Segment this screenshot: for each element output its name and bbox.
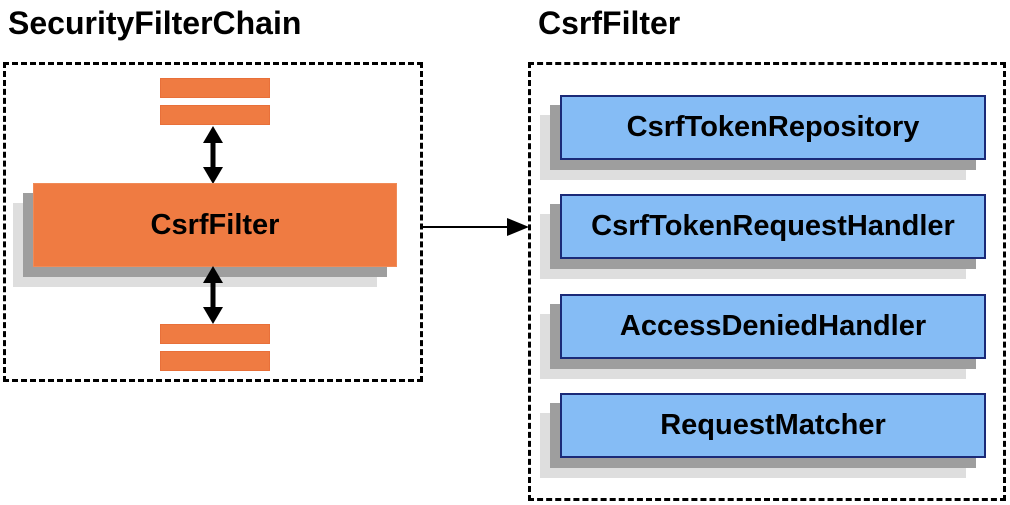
bidirectional-arrow-top-icon	[203, 126, 223, 184]
security-filter-chain-container	[3, 62, 423, 382]
csrf-filter-title: CsrfFilter	[538, 5, 681, 41]
csrf-filter-container	[528, 62, 1006, 501]
filter-bar-bottom-1	[160, 324, 270, 344]
component-box-csrf-token-repository: CsrfTokenRepository	[560, 95, 986, 160]
filter-bar-top-2	[160, 105, 270, 125]
security-filter-chain-title: SecurityFilterChain	[8, 5, 302, 41]
filter-bar-top-1	[160, 78, 270, 98]
component-box-access-denied-handler: AccessDeniedHandler	[560, 294, 986, 359]
component-box-request-matcher: RequestMatcher	[560, 393, 986, 458]
csrf-filter-node: CsrfFilter	[33, 183, 397, 267]
component-label: CsrfTokenRequestHandler	[591, 210, 955, 242]
component-label: CsrfTokenRepository	[626, 111, 920, 143]
flow-arrow-icon	[422, 218, 529, 236]
component-label: RequestMatcher	[660, 409, 886, 441]
csrf-filter-node-label: CsrfFilter	[150, 208, 280, 241]
component-label: AccessDeniedHandler	[619, 310, 927, 342]
filter-bar-bottom-2	[160, 351, 270, 371]
bidirectional-arrow-bottom-icon	[203, 266, 223, 324]
component-box-csrf-token-request-handler: CsrfTokenRequestHandler	[560, 194, 986, 259]
